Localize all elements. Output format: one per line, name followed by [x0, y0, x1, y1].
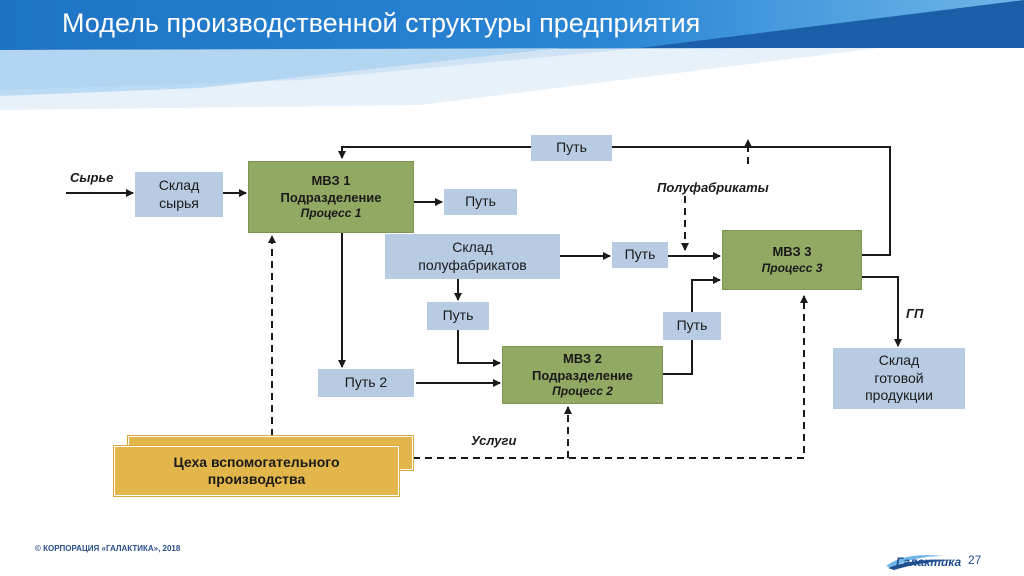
raw-storage-line1: Склад	[158, 177, 200, 193]
finished-storage-box: Склад готовой продукции	[833, 348, 965, 409]
galaktika-logo-icon	[886, 555, 954, 570]
mvz3-title: МВЗ 3	[772, 244, 812, 260]
page-number: 27	[968, 553, 982, 567]
brand-name: Галактика	[896, 555, 962, 569]
mvz2-box: МВЗ 2 Подразделение Процесс 2	[502, 346, 663, 404]
mvz2-title: МВЗ 2	[562, 351, 603, 367]
aux-shops-line1: Цеха вспомогательного	[173, 453, 340, 470]
raw-storage-box: Склад сырья	[135, 172, 223, 217]
mvz1-box: МВЗ 1 Подразделение Процесс 1	[248, 161, 414, 233]
path-top-label: Путь	[556, 139, 587, 156]
path-to-mvz3-box: Путь	[612, 242, 668, 268]
header-banner	[0, 0, 1024, 110]
path-right-mvz2-label: Путь	[676, 317, 708, 334]
semi-storage-line2: полуфабрикатов	[418, 256, 527, 273]
finished-storage-line1: Склад	[878, 352, 920, 369]
label-services: Услуги	[471, 433, 517, 448]
aux-shops-box: Цеха вспомогательного производства	[114, 446, 399, 496]
finished-storage-line3: продукции	[865, 387, 933, 404]
aux-shops-line2: производства	[207, 471, 306, 487]
finished-storage-line2: готовой	[874, 369, 924, 386]
mvz1-title: МВЗ 1	[311, 173, 351, 189]
semi-storage-line1: Склад	[452, 239, 493, 255]
path-after-mvz1-label: Путь	[465, 193, 496, 210]
path2-box: Путь 2	[318, 369, 414, 397]
path-to-mvz3-label: Путь	[624, 246, 656, 263]
page-title: Модель производственной структуры предпр…	[62, 8, 701, 38]
semi-storage-box: Склад полуфабрикатов	[385, 234, 560, 279]
mvz2-process: Процесс 2	[552, 383, 613, 398]
mvz3-process: Процесс 3	[761, 260, 823, 275]
mvz1-process: Процесс 1	[300, 205, 362, 220]
raw-storage-line2: сырья	[159, 194, 199, 211]
label-semi-products: Полуфабрикаты	[657, 180, 769, 195]
path-right-mvz2-box: Путь	[663, 312, 721, 340]
label-gp: ГП	[906, 306, 924, 321]
mvz3-box: МВЗ 3 Процесс 3	[722, 230, 862, 290]
path-after-mvz1-box: Путь	[444, 189, 517, 215]
mvz2-subtitle: Подразделение	[531, 367, 634, 383]
copyright: © КОРПОРАЦИЯ «ГАЛАКТИКА», 2018	[35, 544, 181, 553]
label-raw-input: Сырье	[70, 170, 114, 185]
path-below-semi-box: Путь	[427, 302, 489, 330]
path-top-box: Путь	[531, 135, 612, 161]
mvz1-subtitle: Подразделение	[280, 189, 382, 205]
path-below-semi-label: Путь	[442, 307, 474, 324]
path2-label: Путь 2	[344, 374, 388, 391]
